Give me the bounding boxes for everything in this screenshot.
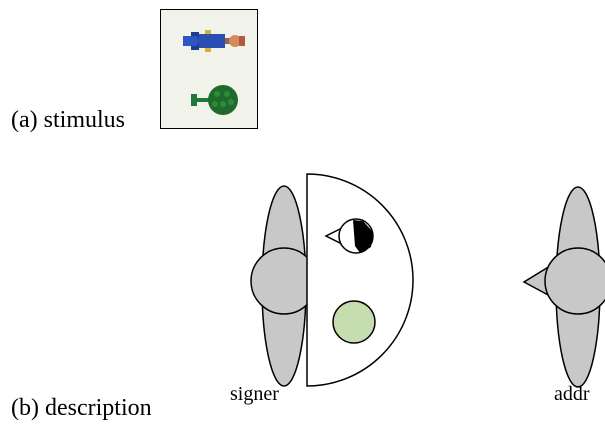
signer-label: signer (230, 383, 279, 405)
caption-stimulus: (a) stimulus (11, 107, 125, 133)
addressee-label: addr (554, 383, 590, 405)
stimulus-photo-image (161, 10, 257, 128)
stimulus-photo (160, 9, 258, 129)
addressee-figure-icon (522, 186, 605, 388)
tree-token-icon (332, 300, 376, 344)
caption-description: (b) description (11, 395, 152, 421)
man-token-icon (324, 218, 374, 254)
lego-man-icon (183, 30, 245, 52)
signing-space (306, 173, 414, 387)
tree-icon (191, 85, 238, 115)
